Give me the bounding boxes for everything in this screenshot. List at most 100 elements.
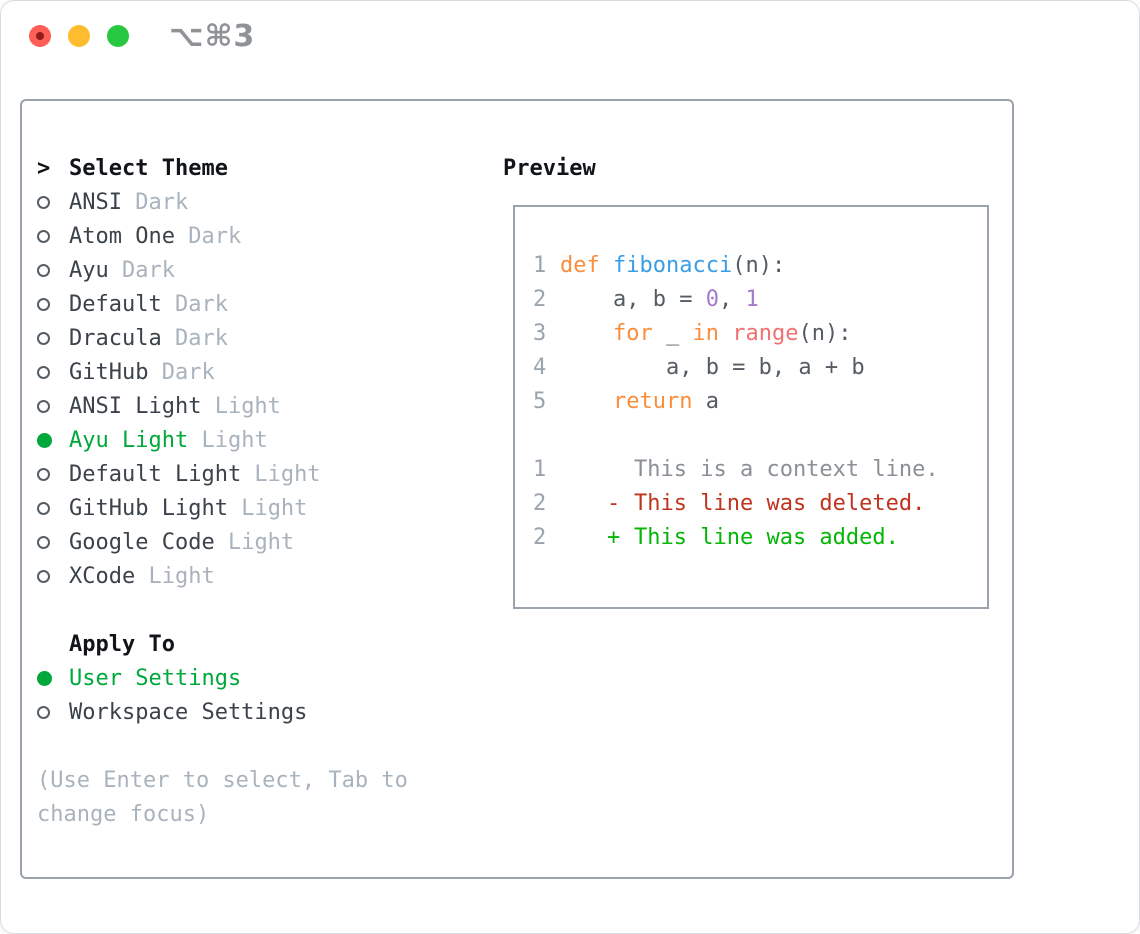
- code-token: (n):: [732, 253, 786, 278]
- line-number: 5: [533, 389, 560, 414]
- radio-selected-icon: [37, 432, 52, 448]
- theme-option-label: Default Light: [69, 461, 242, 487]
- theme-option-tag: Light: [135, 563, 215, 589]
- spacer-row: [37, 593, 477, 627]
- radio-unselected-icon: [37, 195, 50, 209]
- theme-option-ansi[interactable]: ANSI Dark: [37, 185, 477, 219]
- theme-option-google-code[interactable]: Google Code Light: [37, 525, 477, 559]
- theme-option-label: ANSI: [69, 189, 122, 215]
- code-token: _: [652, 321, 693, 346]
- code-token: def: [560, 253, 600, 278]
- code-token: 1: [745, 287, 759, 312]
- marker-cell: [37, 569, 69, 583]
- theme-option-label: Dracula: [69, 325, 162, 351]
- theme-option-tag: Light: [227, 495, 308, 521]
- code-token: [560, 389, 613, 414]
- code-token: [600, 253, 613, 278]
- theme-list-header-row: > Select Theme: [37, 151, 477, 185]
- theme-option-tag: Dark: [108, 257, 175, 283]
- marker-cell: [37, 195, 69, 209]
- theme-option-label: Ayu Light: [69, 427, 189, 453]
- line-number: 2: [533, 525, 547, 550]
- radio-unselected-icon: [37, 263, 50, 277]
- code-line: 5 return a: [533, 389, 987, 423]
- apply-to-title: Apply To: [69, 631, 175, 657]
- code-token: return: [612, 389, 693, 414]
- apply-option-workspace-settings[interactable]: Workspace Settings: [37, 695, 477, 729]
- theme-option-label: GitHub: [69, 359, 149, 385]
- diff-text: This is a context line.: [634, 457, 939, 482]
- blank-line: [533, 423, 987, 457]
- code-token: a, b = b, a + b: [560, 355, 865, 380]
- marker-cell: [37, 331, 69, 345]
- preview-column: Preview 1 def fibonacci(n):2 a, b = 0, 1…: [503, 151, 1003, 609]
- theme-option-default-light[interactable]: Default Light Light: [37, 457, 477, 491]
- code-token: (n):: [798, 321, 852, 346]
- marker-cell: [37, 229, 69, 243]
- theme-option-tag: Dark: [161, 325, 228, 351]
- diff-text: This line was deleted.: [634, 491, 926, 516]
- radio-unselected-icon: [37, 365, 50, 379]
- radio-unselected-icon: [37, 501, 50, 515]
- theme-option-label: Default: [69, 291, 162, 317]
- code-token: range: [732, 321, 799, 346]
- marker-cell: >: [37, 156, 69, 181]
- diff-line: 1 This is a context line.: [533, 457, 987, 491]
- radio-unselected-icon: [37, 399, 50, 413]
- code-token: 0: [705, 287, 719, 312]
- title-bar: ⌥⌘3: [1, 1, 1139, 71]
- code-line: 4 a, b = b, a + b: [533, 355, 987, 389]
- theme-option-ayu[interactable]: Ayu Dark: [37, 253, 477, 287]
- diff-marker: -: [607, 491, 621, 516]
- marker-cell: [37, 535, 69, 549]
- theme-option-xcode[interactable]: XCode Light: [37, 559, 477, 593]
- radio-unselected-icon: [37, 297, 50, 311]
- radio-unselected-icon: [37, 467, 50, 481]
- apply-option-label: Workspace Settings: [69, 699, 308, 725]
- radio-unselected-icon: [37, 331, 50, 345]
- line-number: 3: [533, 321, 560, 346]
- code-token: for: [612, 321, 653, 346]
- theme-option-default[interactable]: Default Dark: [37, 287, 477, 321]
- radio-unselected-icon: [37, 229, 50, 243]
- marker-cell: [37, 263, 69, 277]
- apply-to-header-row: Apply To: [37, 627, 477, 661]
- theme-option-github-light[interactable]: GitHub Light Light: [37, 491, 477, 525]
- preview-header: Preview: [503, 155, 596, 181]
- close-button[interactable]: [29, 25, 51, 47]
- code-token: fibonacci: [613, 253, 733, 278]
- code-token: [560, 321, 613, 346]
- theme-option-label: ANSI Light: [69, 393, 202, 419]
- theme-option-github[interactable]: GitHub Dark: [37, 355, 477, 389]
- marker-cell: [37, 501, 69, 515]
- diff-line: 2+This line was added.: [533, 525, 987, 559]
- theme-option-tag: Light: [188, 427, 268, 453]
- marker-cell: [37, 705, 69, 719]
- code-line: 1 def fibonacci(n):: [533, 253, 987, 287]
- marker-cell: [37, 467, 69, 481]
- window-title-shortcut: ⌥⌘3: [169, 18, 256, 54]
- theme-option-atom-one[interactable]: Atom One Dark: [37, 219, 477, 253]
- cursor-icon: >: [37, 155, 51, 181]
- diff-line: 2 -This line was deleted.: [533, 491, 987, 525]
- line-number: 1: [533, 253, 560, 278]
- radio-unselected-icon: [37, 705, 50, 719]
- theme-option-tag: Light: [241, 461, 321, 487]
- line-number: 2: [533, 491, 547, 516]
- minimize-button[interactable]: [68, 25, 90, 47]
- apply-option-label: User Settings: [69, 665, 242, 691]
- theme-option-dracula[interactable]: Dracula Dark: [37, 321, 477, 355]
- theme-option-tag: Dark: [121, 189, 189, 215]
- code-token: [719, 321, 732, 346]
- theme-option-ansi-light[interactable]: ANSI Light Light: [37, 389, 477, 423]
- apply-option-user-settings[interactable]: User Settings: [37, 661, 477, 695]
- marker-cell: [37, 399, 69, 413]
- traffic-lights: [29, 25, 129, 47]
- code-line: 3 for _ in range(n):: [533, 321, 987, 355]
- theme-option-ayu-light[interactable]: Ayu Light Light: [37, 423, 477, 457]
- theme-list-title: Select Theme: [69, 155, 228, 181]
- code-token: a: [692, 389, 719, 414]
- zoom-button[interactable]: [107, 25, 129, 47]
- code-token: a, b =: [560, 287, 706, 312]
